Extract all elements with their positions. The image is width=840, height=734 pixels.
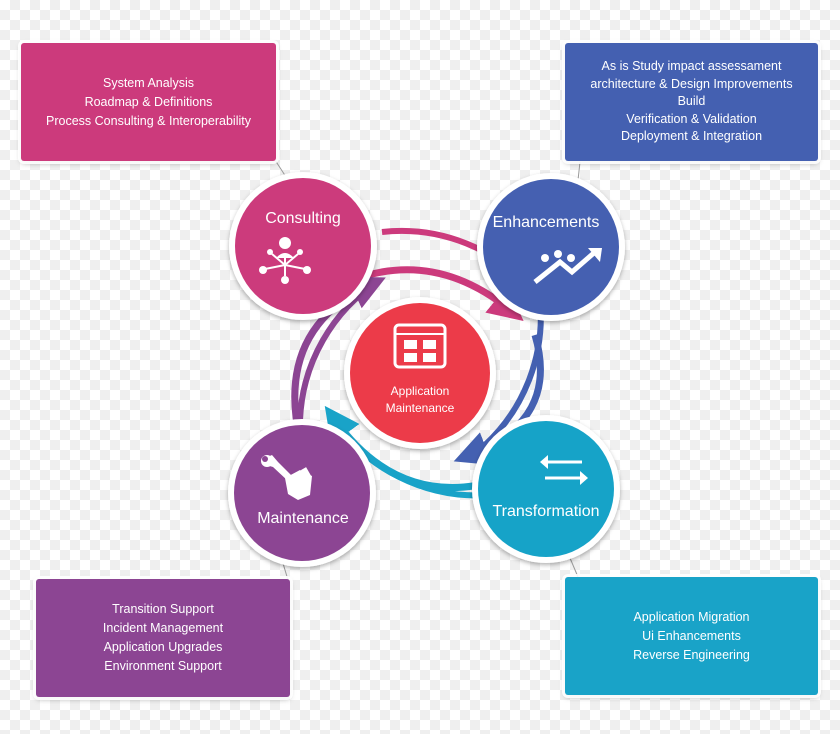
maintenance-item: Environment Support	[104, 659, 222, 673]
transformation-circle	[478, 421, 614, 557]
swap-arrows-icon	[540, 455, 588, 485]
enhancements-item: Deployment & Integration	[620, 129, 763, 144]
center-title-line2: Maintenance	[385, 401, 455, 415]
growth-arrow-icon	[533, 248, 602, 284]
consulting-title: Consulting	[265, 210, 341, 227]
transformation-info-box: Application Migration Ui Enhancements Re…	[565, 577, 818, 695]
enhancements-item: Build	[677, 94, 706, 109]
consulting-info-box: System Analysis Roadmap & Definitions Pr…	[21, 43, 276, 161]
center-title: Application Maintenance	[350, 383, 490, 417]
enhancements-info-box: As is Study impact assessament architect…	[565, 43, 818, 161]
consulting-item: System Analysis	[102, 75, 194, 90]
connector-transformation	[569, 557, 579, 578]
consulting-circle	[235, 178, 371, 314]
enhancements-item: Verification & Validation	[626, 111, 757, 126]
enhancements-item: architecture & Design Improvements	[590, 76, 793, 91]
maintenance-item: Application Upgrades	[103, 640, 223, 654]
network-person-icon	[259, 237, 311, 284]
connector-enhancements	[577, 161, 581, 181]
transformation-item: Ui Enhancements	[642, 628, 741, 643]
center-circle	[350, 303, 490, 443]
transformation-item: Reverse Engineering	[633, 647, 750, 662]
maintenance-item: Incident Management	[102, 621, 224, 635]
enhancements-item: As is Study impact assessament	[601, 59, 782, 74]
consulting-item: Roadmap & Definitions	[84, 94, 213, 109]
maintenance-info-box: Transition Support Incident Management A…	[36, 579, 290, 697]
maintenance-title: Maintenance	[257, 510, 349, 527]
enhancements-title: Enhancements	[492, 214, 600, 231]
center-title-line1: Application	[390, 384, 450, 398]
consulting-item: Process Consulting & Interoperability	[46, 113, 251, 128]
enhancements-circle	[483, 179, 619, 315]
transformation-title: Transformation	[492, 503, 600, 520]
app-window-icon	[393, 323, 447, 369]
wrench-hand-icon	[261, 455, 312, 500]
maintenance-item: Transition Support	[112, 602, 214, 616]
transformation-item: Application Migration	[633, 609, 750, 624]
